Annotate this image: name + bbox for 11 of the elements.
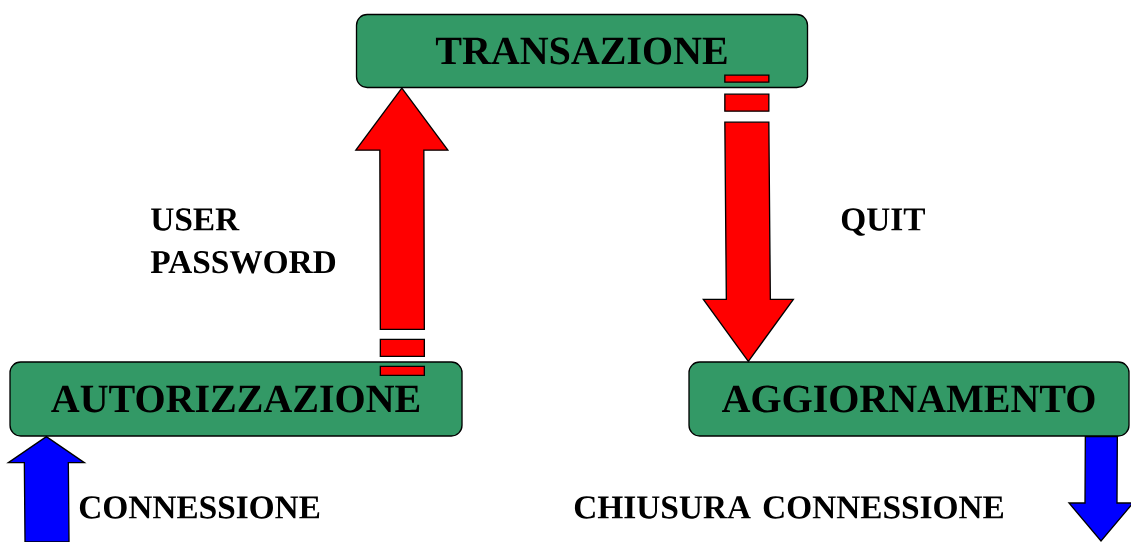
block-arrow [354,87,450,376]
block-arrow [1067,436,1131,542]
edge-label: USER PASSWORD [150,208,336,274]
edge-label: CONNESSIONE [79,496,320,519]
edge-label: CHIUSURA CONNESSIONE [574,496,1004,519]
state-box: AGGIORNAMENTO [688,361,1130,437]
state-box: AUTORIZZAZIONE [9,361,463,437]
state-box: TRANSAZIONE [355,13,809,89]
block-arrow [702,74,795,363]
edge-label: QUIT [841,208,925,236]
block-arrow [6,435,87,542]
